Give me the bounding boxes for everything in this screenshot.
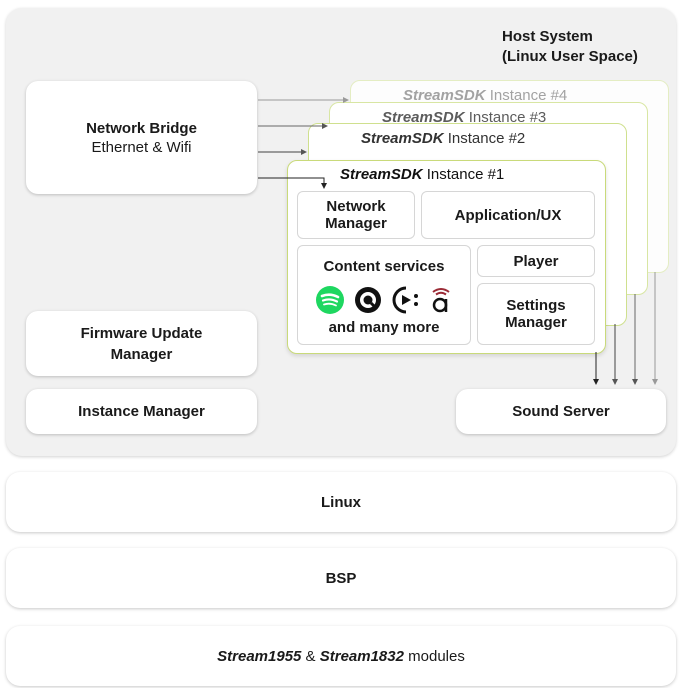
arrow-bridge-to-network-manager <box>258 177 327 189</box>
sound-server-box: Sound Server <box>456 389 666 434</box>
modules-layer: Stream1955 & Stream1832 modules <box>6 626 676 686</box>
content-services-title: Content services <box>323 258 445 275</box>
linux-layer: Linux <box>6 472 676 532</box>
instance-manager-box: Instance Manager <box>26 389 257 434</box>
settings-manager-box: Settings Manager <box>477 283 595 345</box>
amazon-music-icon <box>432 288 450 313</box>
network-bridge-title: Network Bridge <box>86 119 197 137</box>
host-system-title: Host System (Linux User Space) <box>502 28 638 65</box>
qobuz-icon <box>355 287 381 313</box>
network-bridge-box: Network Bridge Ethernet & Wifi <box>26 81 257 194</box>
instance-3-title: StreamSDK Instance #3 <box>382 109 547 126</box>
player-box: Player <box>477 245 595 277</box>
content-services-more: and many more <box>328 319 440 336</box>
modules-text: Stream1955 & Stream1832 modules <box>217 647 465 665</box>
network-manager-box: Network Manager <box>297 191 415 239</box>
network-bridge-subtitle: Ethernet & Wifi <box>91 138 192 156</box>
instance-1-title: StreamSDK Instance #1 <box>340 166 505 183</box>
spotify-icon <box>316 286 344 314</box>
instance-4-title: StreamSDK Instance #4 <box>403 87 568 104</box>
firmware-update-manager-box: Firmware Update Manager <box>26 311 257 376</box>
content-services-box: Content services and many more <box>297 245 471 345</box>
instance-2-title: StreamSDK Instance #2 <box>361 130 526 147</box>
bsp-layer: BSP <box>6 548 676 608</box>
service-icons-row <box>315 285 453 315</box>
tidal-connect-icon <box>392 286 418 314</box>
application-ux-box: Application/UX <box>421 191 595 239</box>
